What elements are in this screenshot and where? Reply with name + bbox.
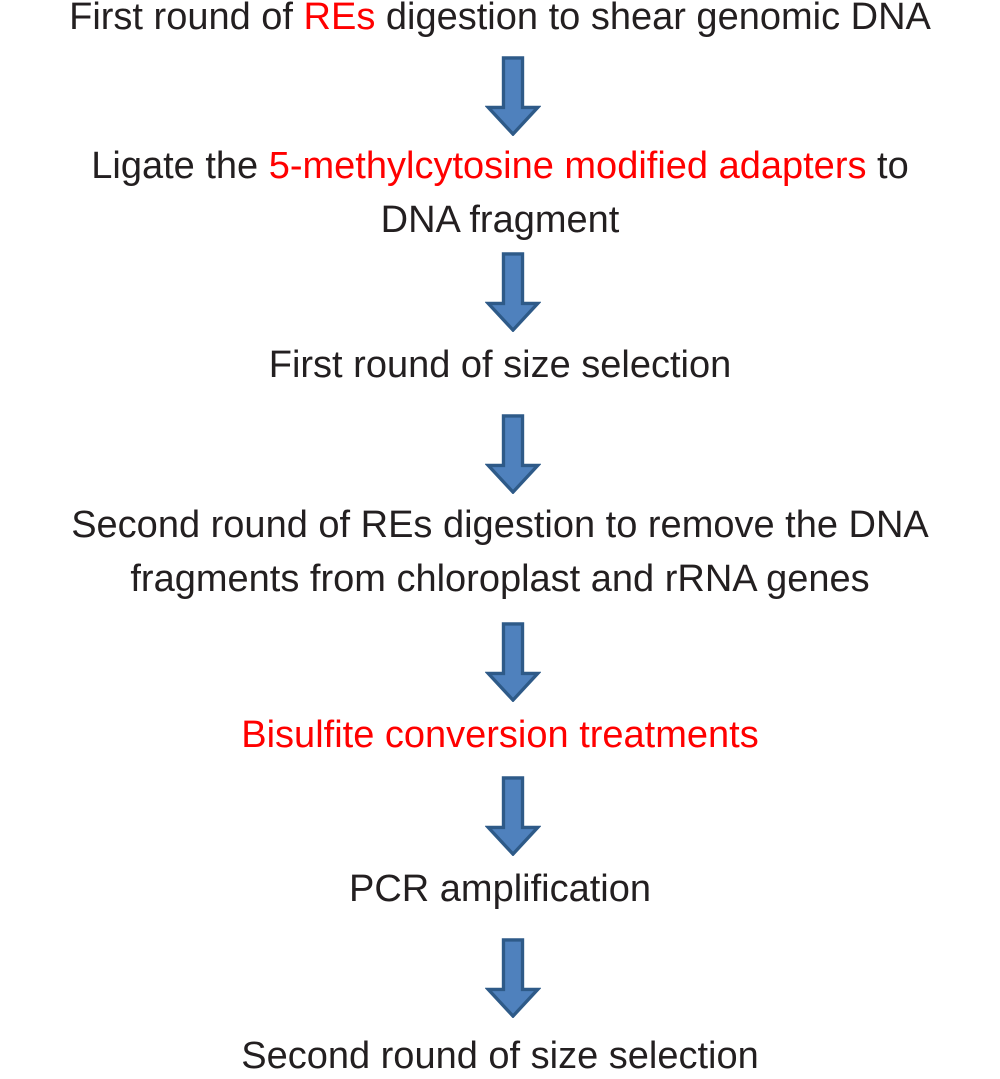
step-text: PCR amplification: [349, 868, 651, 910]
step-text-highlight: 5-methylcytosine modified adapters: [268, 145, 867, 187]
flow-step-second-size-selection: Second round of size selection: [0, 1029, 1000, 1079]
flow-step-pcr-amplification: PCR amplification: [0, 862, 1000, 916]
down-arrow-icon: [485, 938, 541, 1018]
step-text: Ligate the: [91, 145, 269, 187]
step-text-highlight: Bisulfite conversion treatments: [241, 714, 759, 756]
step-line: PCR amplification: [0, 862, 1000, 916]
down-arrow-icon: [485, 414, 541, 494]
step-line: Ligate the 5-methylcytosine modified ada…: [0, 139, 1000, 193]
step-text: to: [866, 145, 909, 187]
down-arrow-icon: [485, 252, 541, 332]
step-text: First round of: [69, 0, 304, 38]
step-line: Bisulfite conversion treatments: [0, 708, 1000, 762]
step-line: fragments from chloroplast and rRNA gene…: [0, 552, 1000, 606]
step-text: DNA fragment: [380, 199, 620, 241]
step-text: First round of size selection: [268, 344, 732, 386]
step-text: digestion to shear genomic DNA: [375, 0, 931, 38]
step-text: Second round of REs digestion to remove …: [71, 504, 929, 546]
step-line: DNA fragment: [0, 193, 1000, 247]
step-line: Second round of REs digestion to remove …: [0, 498, 1000, 552]
flow-step-adapter-ligation: Ligate the 5-methylcytosine modified ada…: [0, 139, 1000, 247]
flow-step-second-res-digestion: Second round of REs digestion to remove …: [0, 498, 1000, 606]
step-text-highlight: REs: [303, 0, 376, 38]
step-line: First round of REs digestion to shear ge…: [0, 0, 1000, 44]
step-line: First round of size selection: [0, 338, 1000, 392]
step-line: Second round of size selection: [0, 1029, 1000, 1079]
down-arrow-icon: [485, 622, 541, 702]
flow-step-first-res-digestion: First round of REs digestion to shear ge…: [0, 0, 1000, 44]
step-text: fragments from chloroplast and rRNA gene…: [130, 558, 870, 600]
step-text: Second round of size selection: [241, 1035, 759, 1077]
flow-step-bisulfite-conversion: Bisulfite conversion treatments: [0, 708, 1000, 762]
down-arrow-icon: [485, 776, 541, 856]
down-arrow-icon: [485, 56, 541, 136]
flow-step-first-size-selection: First round of size selection: [0, 338, 1000, 392]
